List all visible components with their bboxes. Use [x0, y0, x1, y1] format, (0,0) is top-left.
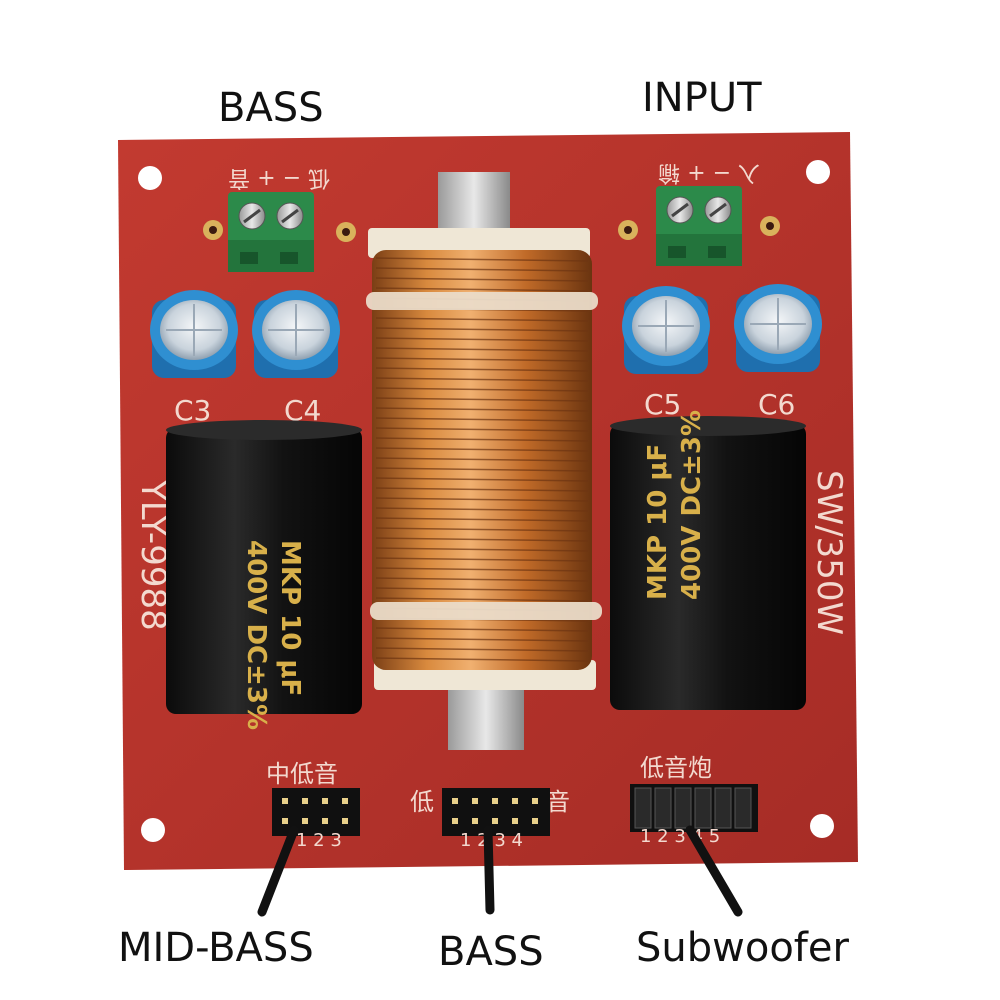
- coil-winding: [375, 637, 589, 642]
- coil-winding: [375, 577, 589, 582]
- air-core-inductor: [366, 172, 602, 750]
- mid-bass-label: MID-BASS: [118, 925, 314, 971]
- coil-winding: [375, 477, 589, 482]
- coil-winding: [375, 547, 589, 552]
- coil-winding: [375, 567, 589, 572]
- capacitor-c4: [252, 290, 340, 378]
- header-pin: [322, 818, 328, 824]
- header-pin: [512, 818, 518, 824]
- coil-winding: [375, 557, 589, 562]
- bass-bottom-label: BASS: [438, 929, 544, 975]
- c3-label: C3: [174, 394, 211, 427]
- subwoofer-pin-numbers: 1 2 3 4 5: [640, 826, 720, 847]
- jumper-cap: [734, 787, 752, 829]
- header-pin: [322, 798, 328, 804]
- capacitor-c5: [622, 286, 710, 374]
- mid-bass-cn-label: 中低音: [266, 760, 338, 788]
- coil-winding: [375, 417, 589, 422]
- coil-winding: [375, 277, 589, 282]
- coil-winding: [375, 427, 589, 432]
- coil-winding: [375, 537, 589, 542]
- film-cap-right-line1: MKP 10 μF: [643, 444, 673, 600]
- capacitor-c3: [150, 290, 238, 378]
- coil-winding: [375, 267, 589, 272]
- mounting-holes: [138, 160, 834, 842]
- coil-winding: [375, 457, 589, 462]
- terminal-right-silkscreen: 入 − + 输: [658, 160, 760, 185]
- coil-winding: [375, 447, 589, 452]
- header-pin: [452, 798, 458, 804]
- header-pin: [302, 818, 308, 824]
- header-pin: [342, 818, 348, 824]
- header-pin: [472, 818, 478, 824]
- bass-cn-left: 低: [410, 788, 434, 816]
- solder-pads: [203, 216, 780, 242]
- coil-winding: [375, 497, 589, 502]
- film-cap-right-line2: 400V DC±3%: [677, 410, 707, 600]
- jumper-cap: [634, 787, 652, 829]
- mid-bass-pin-numbers: 1 2 3: [296, 830, 342, 851]
- subwoofer-jumper-header: [630, 784, 758, 832]
- c6-label: C6: [758, 388, 795, 421]
- callout-pointers: [257, 825, 743, 917]
- header-body: [272, 788, 360, 836]
- coil-winding: [375, 627, 589, 632]
- jumper-cap: [714, 787, 732, 829]
- coil-winding: [375, 407, 589, 412]
- jumper-cap: [654, 787, 672, 829]
- mid-bass-jumper-header: [272, 788, 360, 836]
- header-pin: [302, 798, 308, 804]
- coil-winding: [375, 517, 589, 522]
- subwoofer-cn-label: 低音炮: [640, 754, 712, 782]
- header-pin: [532, 818, 538, 824]
- coil-winding: [375, 397, 589, 402]
- coil-winding: [375, 317, 589, 322]
- coil-winding: [375, 587, 589, 592]
- header-pin: [472, 798, 478, 804]
- header-pin: [342, 798, 348, 804]
- coil-winding: [375, 507, 589, 512]
- coil-winding: [375, 487, 589, 492]
- coil-winding: [375, 337, 589, 342]
- film-capacitor-left: MKP 10 μF 400V DC±3%: [166, 420, 362, 730]
- coil-winding: [375, 357, 589, 362]
- coil-winding: [375, 387, 589, 392]
- coil-winding: [375, 347, 589, 352]
- jumper-cap: [694, 787, 712, 829]
- header-pin: [492, 818, 498, 824]
- capacitor-c6: [734, 284, 822, 372]
- coil-winding: [375, 597, 589, 602]
- coil-winding: [375, 437, 589, 442]
- input-top-label: INPUT: [642, 75, 762, 121]
- film-capacitor-right: MKP 10 μF 400V DC±3%: [610, 410, 806, 710]
- film-cap-left-line2: 400V DC±3%: [241, 540, 271, 730]
- header-pin: [512, 798, 518, 804]
- coil-winding: [375, 257, 589, 262]
- input-terminal-block: [656, 186, 742, 266]
- header-pin: [492, 798, 498, 804]
- coil-winding: [375, 527, 589, 532]
- jumper-cap: [674, 787, 692, 829]
- header-pin: [532, 798, 538, 804]
- header-pin: [282, 818, 288, 824]
- coil-winding: [375, 467, 589, 472]
- header-body: [442, 788, 550, 836]
- film-cap-left-line1: MKP 10 μF: [275, 540, 305, 696]
- bass-jumper-header: [442, 788, 550, 836]
- c5-label: C5: [644, 388, 681, 421]
- coil-winding: [375, 287, 589, 292]
- header-pin: [282, 798, 288, 804]
- coil-winding: [375, 377, 589, 382]
- bass-terminal-block: [228, 192, 314, 272]
- bass-top-label: BASS: [218, 85, 324, 131]
- coil-winding: [375, 657, 589, 662]
- coil-winding: [375, 647, 589, 652]
- coil-winding: [375, 327, 589, 332]
- header-pin: [452, 818, 458, 824]
- subwoofer-label: Subwoofer: [636, 925, 849, 971]
- coil-winding: [375, 367, 589, 372]
- terminal-left-silkscreen: 低 − + 音: [228, 165, 330, 190]
- model-right-label: SW/350W: [809, 470, 849, 635]
